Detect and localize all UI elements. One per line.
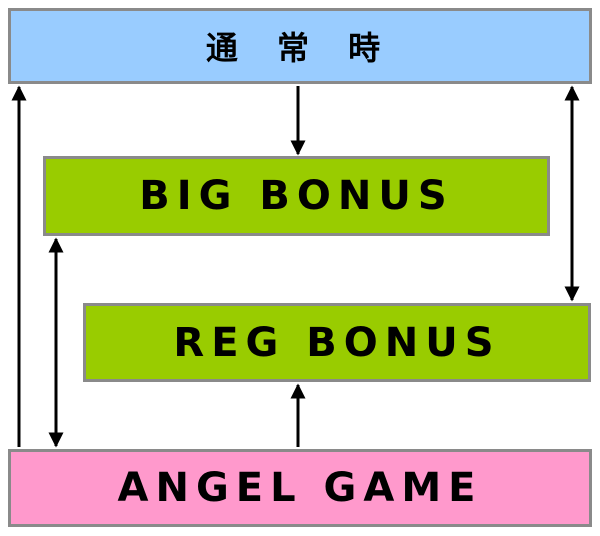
angel-game-box: ANGEL GAME <box>8 449 592 527</box>
angel-game-label: ANGEL GAME <box>117 465 483 511</box>
big-bonus-label: BIG BONUS <box>139 173 454 219</box>
big-bonus-box: BIG BONUS <box>43 156 550 236</box>
normal-state-box: 通 常 時 <box>8 8 592 84</box>
reg-bonus-box: REG BONUS <box>83 303 591 382</box>
normal-state-label: 通 常 時 <box>205 29 395 67</box>
reg-bonus-label: REG BONUS <box>173 319 501 366</box>
